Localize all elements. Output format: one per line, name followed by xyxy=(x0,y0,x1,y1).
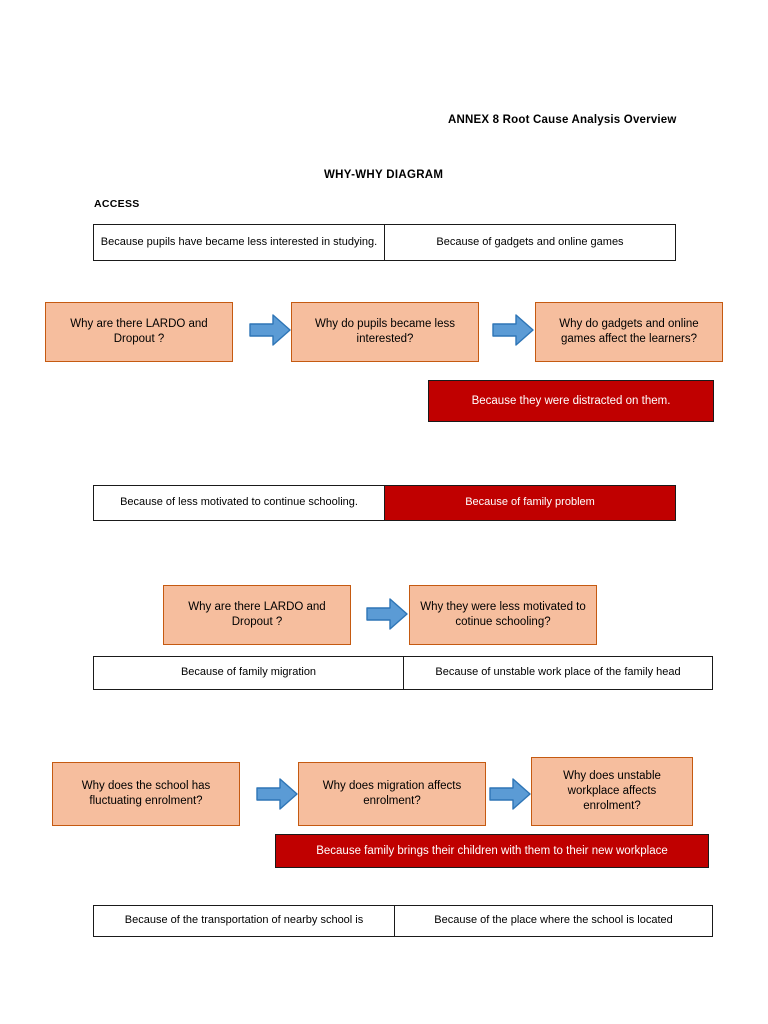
table-cell: Because pupils have became less interest… xyxy=(94,225,384,260)
table-cell: Because of unstable work place of the fa… xyxy=(403,657,712,689)
why-box[interactable]: Why are there LARDO and Dropout ? xyxy=(45,302,233,362)
table-cell: Because of gadgets and online games xyxy=(384,225,675,260)
diagram-title: WHY-WHY DIAGRAM xyxy=(324,169,444,181)
table-row: Because pupils have became less interest… xyxy=(93,224,676,261)
arrow-right-icon xyxy=(256,777,298,811)
table-cell: Because of family problem xyxy=(384,486,675,520)
why-box[interactable]: Why they were less motivated to cotinue … xyxy=(409,585,597,645)
table-row: Because of family migration Because of u… xyxy=(93,656,713,690)
table-cell: Because of the place where the school is… xyxy=(394,906,712,936)
arrow-right-icon xyxy=(492,313,534,347)
why-box[interactable]: Why does migration affects enrolment? xyxy=(298,762,486,826)
why-box[interactable]: Why do gadgets and online games affect t… xyxy=(535,302,723,362)
arrow-right-icon xyxy=(366,597,408,631)
table-cell: Because of family migration xyxy=(94,657,403,689)
arrow-right-icon xyxy=(249,313,291,347)
answer-banner: Because they were distracted on them. xyxy=(428,380,714,422)
table-cell: Because of the transportation of nearby … xyxy=(94,906,395,936)
why-box[interactable]: Why do pupils became less interested? xyxy=(291,302,479,362)
document-header: ANNEX 8 Root Cause Analysis Overview xyxy=(448,114,677,126)
table-row: Because of the transportation of nearby … xyxy=(93,905,713,937)
why-box[interactable]: Why are there LARDO and Dropout ? xyxy=(163,585,351,645)
section-label-access: ACCESS xyxy=(94,198,140,210)
table-row: Because of less motivated to continue sc… xyxy=(93,485,676,521)
arrow-right-icon xyxy=(489,777,531,811)
answer-banner: Because family brings their children wit… xyxy=(275,834,709,868)
why-box[interactable]: Why does the school has fluctuating enro… xyxy=(52,762,240,826)
table-cell: Because of less motivated to continue sc… xyxy=(94,486,384,520)
why-box[interactable]: Why does unstable workplace affects enro… xyxy=(531,757,693,826)
